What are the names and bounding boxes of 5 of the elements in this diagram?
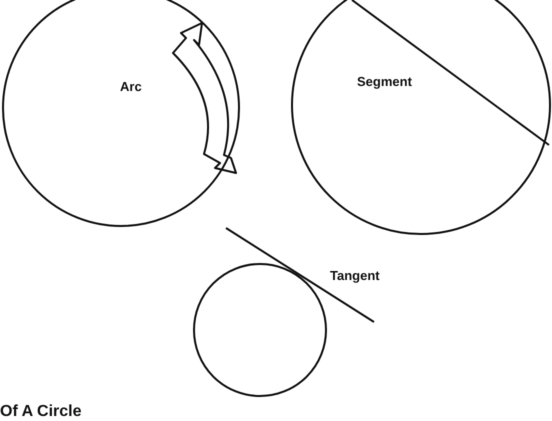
tangent-label: Tangent	[330, 267, 380, 285]
title: Of A Circle	[0, 402, 82, 421]
circle-label: Segment	[357, 73, 412, 91]
circle-label: Arc	[120, 78, 142, 96]
circle	[193, 263, 327, 397]
